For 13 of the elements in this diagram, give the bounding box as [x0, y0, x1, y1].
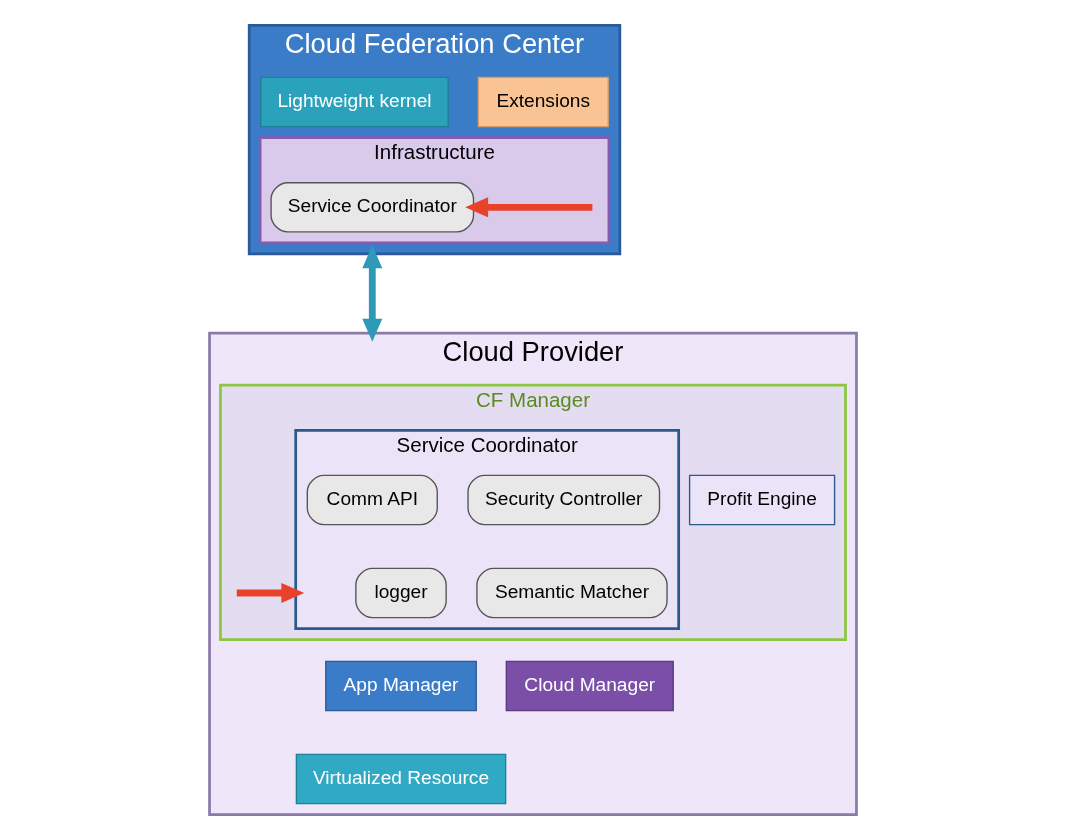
node-box: Lightweight kernel [259, 76, 449, 127]
node-box: Semantic Matcher [475, 567, 668, 618]
node-box: Cloud Manager [505, 660, 674, 711]
node-box: Virtualized Resource [295, 753, 506, 804]
node-box: Comm API [306, 474, 438, 525]
node-box: Profit Engine [688, 474, 835, 525]
arrow [464, 196, 592, 217]
node-box: Extensions [477, 76, 609, 127]
node-box: logger [354, 567, 447, 618]
node-box: Security Controller [466, 474, 660, 525]
node-box: App Manager [324, 660, 477, 711]
arrow [361, 244, 382, 342]
node-box: Service Coordinator [269, 181, 474, 233]
